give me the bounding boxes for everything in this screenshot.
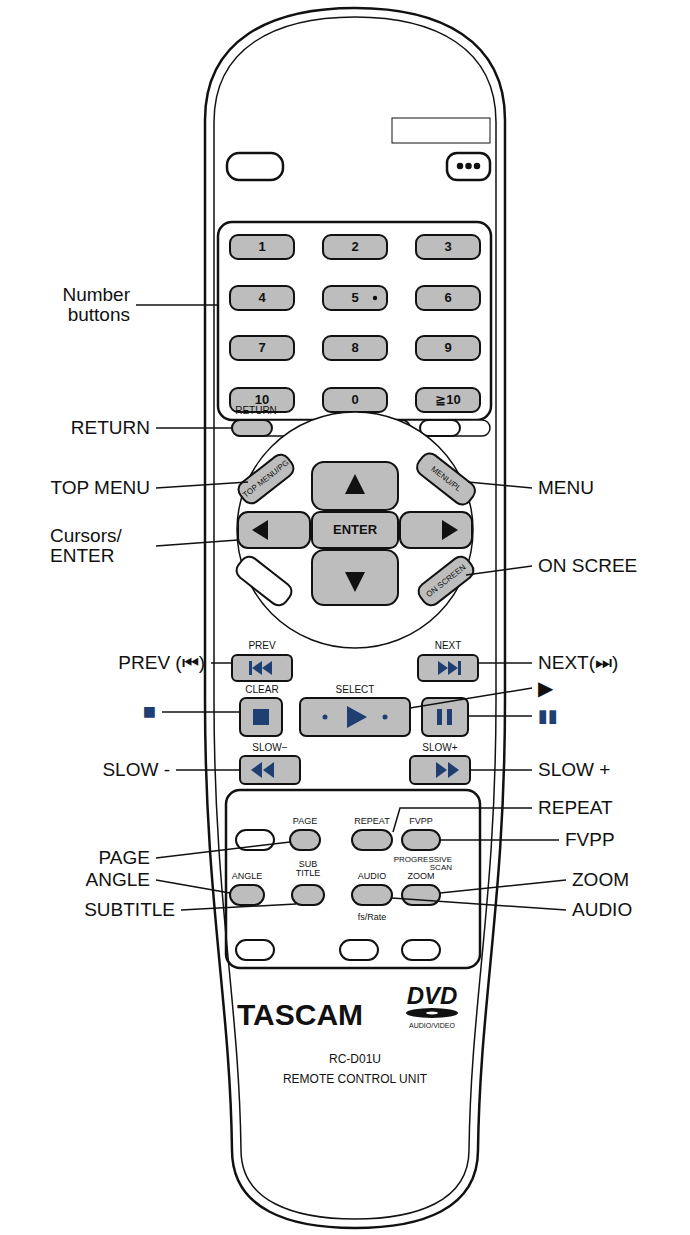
button-label: REPEAT (354, 816, 389, 826)
callout-label: ZOOM (572, 869, 629, 891)
key-number: 7 (258, 341, 265, 356)
transport-buttons (232, 655, 478, 784)
callout-label: AUDIO (572, 899, 632, 921)
cursor-pad (233, 412, 479, 648)
model-name: REMOTE CONTROL UNIT (283, 1073, 427, 1087)
function-panel (226, 790, 480, 968)
number-key (323, 336, 387, 360)
number-key (230, 336, 294, 360)
button-label: PROGRESSIVE SCAN (388, 856, 452, 873)
button-label: TOP MENU/PG (241, 458, 291, 500)
leader-lines (136, 305, 566, 910)
button-label: PREV (248, 640, 275, 652)
remote-body (205, 8, 505, 1228)
callout-symbol: ▮▮ (538, 706, 558, 727)
model-name: RC-D01U (329, 1053, 381, 1067)
button-label: SUB TITLE (291, 860, 325, 879)
button-label: ANGLE (232, 871, 263, 881)
callout-label: FVPP (565, 829, 615, 851)
key-number: ≧10 (435, 393, 460, 408)
top-section (227, 118, 490, 180)
key-number: 8 (351, 341, 358, 356)
callout-label: Cursors/ ENTER (50, 526, 150, 566)
callout-label: SLOW - (102, 759, 170, 781)
callout-symbol: ■ (143, 699, 156, 724)
key-number: 6 (444, 291, 451, 306)
dvd-logo-disc (406, 1008, 458, 1018)
number-key (230, 286, 294, 310)
format-logo: AUDIO/VIDEO (409, 1022, 455, 1030)
number-key (416, 286, 480, 310)
callout-label: ON SCREE (538, 555, 637, 577)
callout-label: TOP MENU (50, 477, 150, 499)
format-logo: DVD (407, 982, 458, 1010)
callout-label: SUBTITLE (84, 899, 175, 921)
callout-label: NEXT(⏭) (538, 652, 618, 674)
number-key (416, 336, 480, 360)
number-key (416, 235, 480, 259)
button-label: SLOW− (252, 742, 287, 754)
button-label: SLOW+ (422, 742, 457, 754)
callout-label: MENU (538, 477, 594, 499)
key-number: 3 (444, 240, 451, 255)
button-label: ON SCREEN (424, 563, 467, 600)
button-label: SELECT (336, 684, 375, 696)
callout-label: SLOW + (538, 759, 610, 781)
key-number: 2 (351, 240, 358, 255)
number-key (416, 388, 480, 412)
button-label: AUDIO (358, 871, 387, 881)
button-label: PAGE (293, 816, 317, 826)
key-number: 1 (258, 240, 265, 255)
callout-label: PREV (⏮) (118, 652, 205, 674)
number-key (323, 235, 387, 259)
callout-label: RETURN (71, 417, 150, 439)
callout-label: REPEAT (538, 797, 613, 819)
number-panel (218, 222, 491, 420)
key-number: 9 (444, 341, 451, 356)
button-label: NEXT (435, 640, 462, 652)
brand-logo: TASCAM (237, 998, 363, 1033)
number-key (230, 235, 294, 259)
callout-label: Number buttons (20, 285, 130, 325)
key-number: 10 (255, 393, 269, 408)
callout-label: ANGLE (86, 869, 150, 891)
button-label: fs/Rate (358, 912, 387, 922)
key-number: 5 (351, 291, 358, 306)
button-label: RETURN (235, 405, 277, 417)
button-label: FVPP (409, 816, 433, 826)
button-label: ZOOM (408, 871, 435, 881)
key-number: 0 (351, 393, 358, 408)
number-key (323, 388, 387, 412)
button-label: ENTER (333, 523, 377, 538)
button-label: MENU/PL (429, 464, 463, 493)
callout-symbol: ▶ (538, 677, 553, 700)
button-label: CLEAR (245, 684, 278, 696)
number-key (323, 286, 387, 310)
callout-label: PAGE (99, 847, 150, 869)
key-number: 4 (258, 291, 265, 306)
